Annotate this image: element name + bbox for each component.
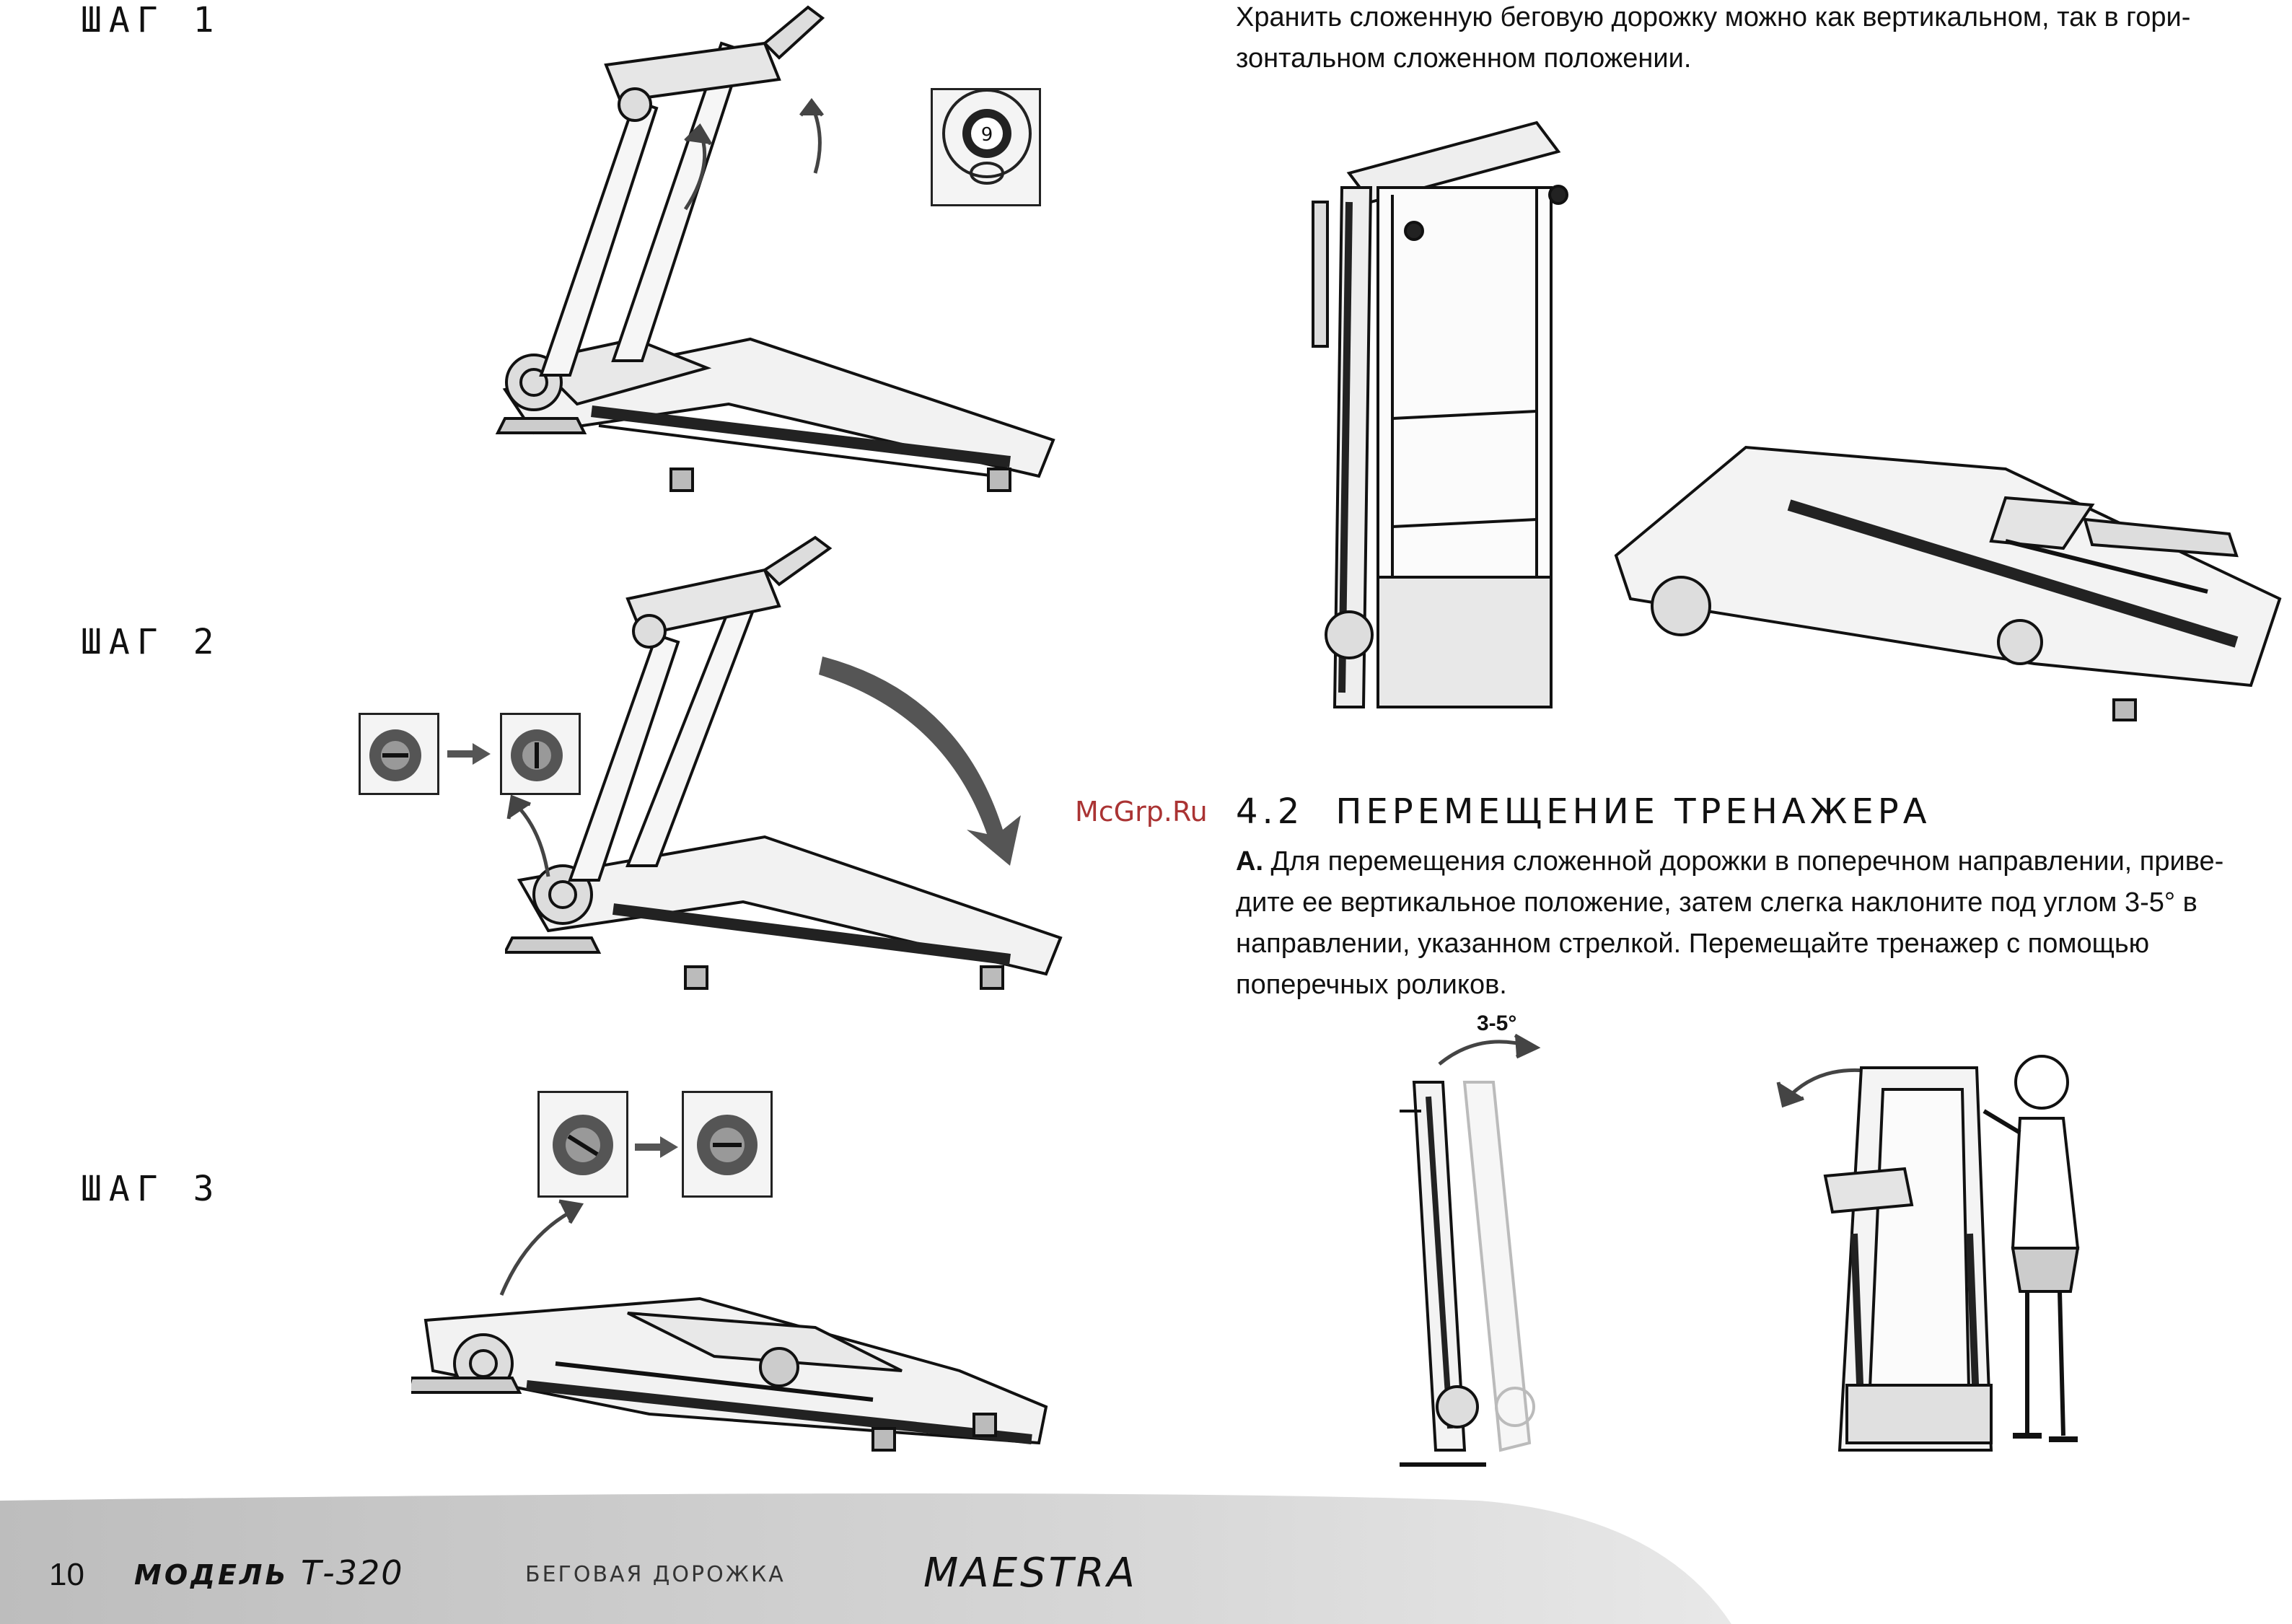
- footer-model-number: Т-320: [289, 1553, 404, 1592]
- step-1-arrow-1: [671, 115, 729, 216]
- folded-vertical-treadmill-illustration: [1299, 115, 1573, 736]
- step-3-pointer-arrow: [498, 1198, 584, 1299]
- folded-horizontal-treadmill-illustration: [1602, 426, 2292, 729]
- step-3-inset-arrow: [635, 1136, 678, 1158]
- footer-brand-logo: MAESTRA: [923, 1550, 1138, 1597]
- step-2-label: ШАГ 2: [81, 622, 221, 662]
- step-3-inset-before: [537, 1091, 628, 1198]
- section-paragraph: A. Для перемещения сложенной дорожки в п…: [1236, 841, 2275, 1006]
- watermark: McGrp.Ru: [1075, 796, 1208, 828]
- tilt-angle-label: 3-5°: [1477, 1011, 1517, 1035]
- tilted-treadmill-illustration: [1385, 1068, 1573, 1472]
- step-1-arrow-2: [794, 94, 844, 180]
- person-moving-treadmill-illustration: [1818, 1046, 2092, 1479]
- section-title: ПЕРЕМЕЩЕНИЕ ТРЕНАЖЕРА: [1335, 791, 1931, 832]
- step-2-inset-arrow: [447, 743, 491, 765]
- section-heading: 4.2 ПЕРЕМЕЩЕНИЕ ТРЕНАЖЕРА: [1236, 791, 1931, 832]
- step-2-pointer-arrow: [505, 794, 563, 880]
- section-number: 4.2: [1236, 791, 1304, 832]
- step-3-inset-after: [682, 1091, 773, 1198]
- step-3-folded-treadmill-illustration: [411, 1284, 1061, 1472]
- step-3-label: ШАГ 3: [81, 1169, 221, 1209]
- step-2-inset-before: [359, 713, 439, 795]
- step-2-fold-arrow: [815, 649, 1032, 866]
- paragraph-label: A.: [1236, 846, 1263, 877]
- paragraph-text: Для перемещения сложенной дорожки в попе…: [1236, 846, 2224, 1000]
- step-1-label: ШАГ 1: [81, 0, 221, 40]
- footer-bar: [0, 1472, 2292, 1624]
- tilt-arrow: [1436, 1024, 1544, 1068]
- step-2-inset-after: [500, 713, 581, 795]
- footer-model: МОДЕЛЬ Т-320: [134, 1553, 404, 1592]
- inset-digit: 9: [981, 124, 993, 146]
- step-1-treadmill-illustration: [491, 0, 1082, 505]
- step-1-knob-inset: 9: [931, 88, 1041, 206]
- storage-text: Хранить сложенную беговую дорожку можно …: [1236, 2, 2191, 74]
- step-2-treadmill-illustration: [505, 534, 1082, 1010]
- footer-page-number: 10: [49, 1557, 84, 1592]
- footer-subtitle: БЕГОВАЯ ДОРОЖКА: [525, 1562, 786, 1587]
- footer-model-prefix: МОДЕЛЬ: [134, 1559, 289, 1591]
